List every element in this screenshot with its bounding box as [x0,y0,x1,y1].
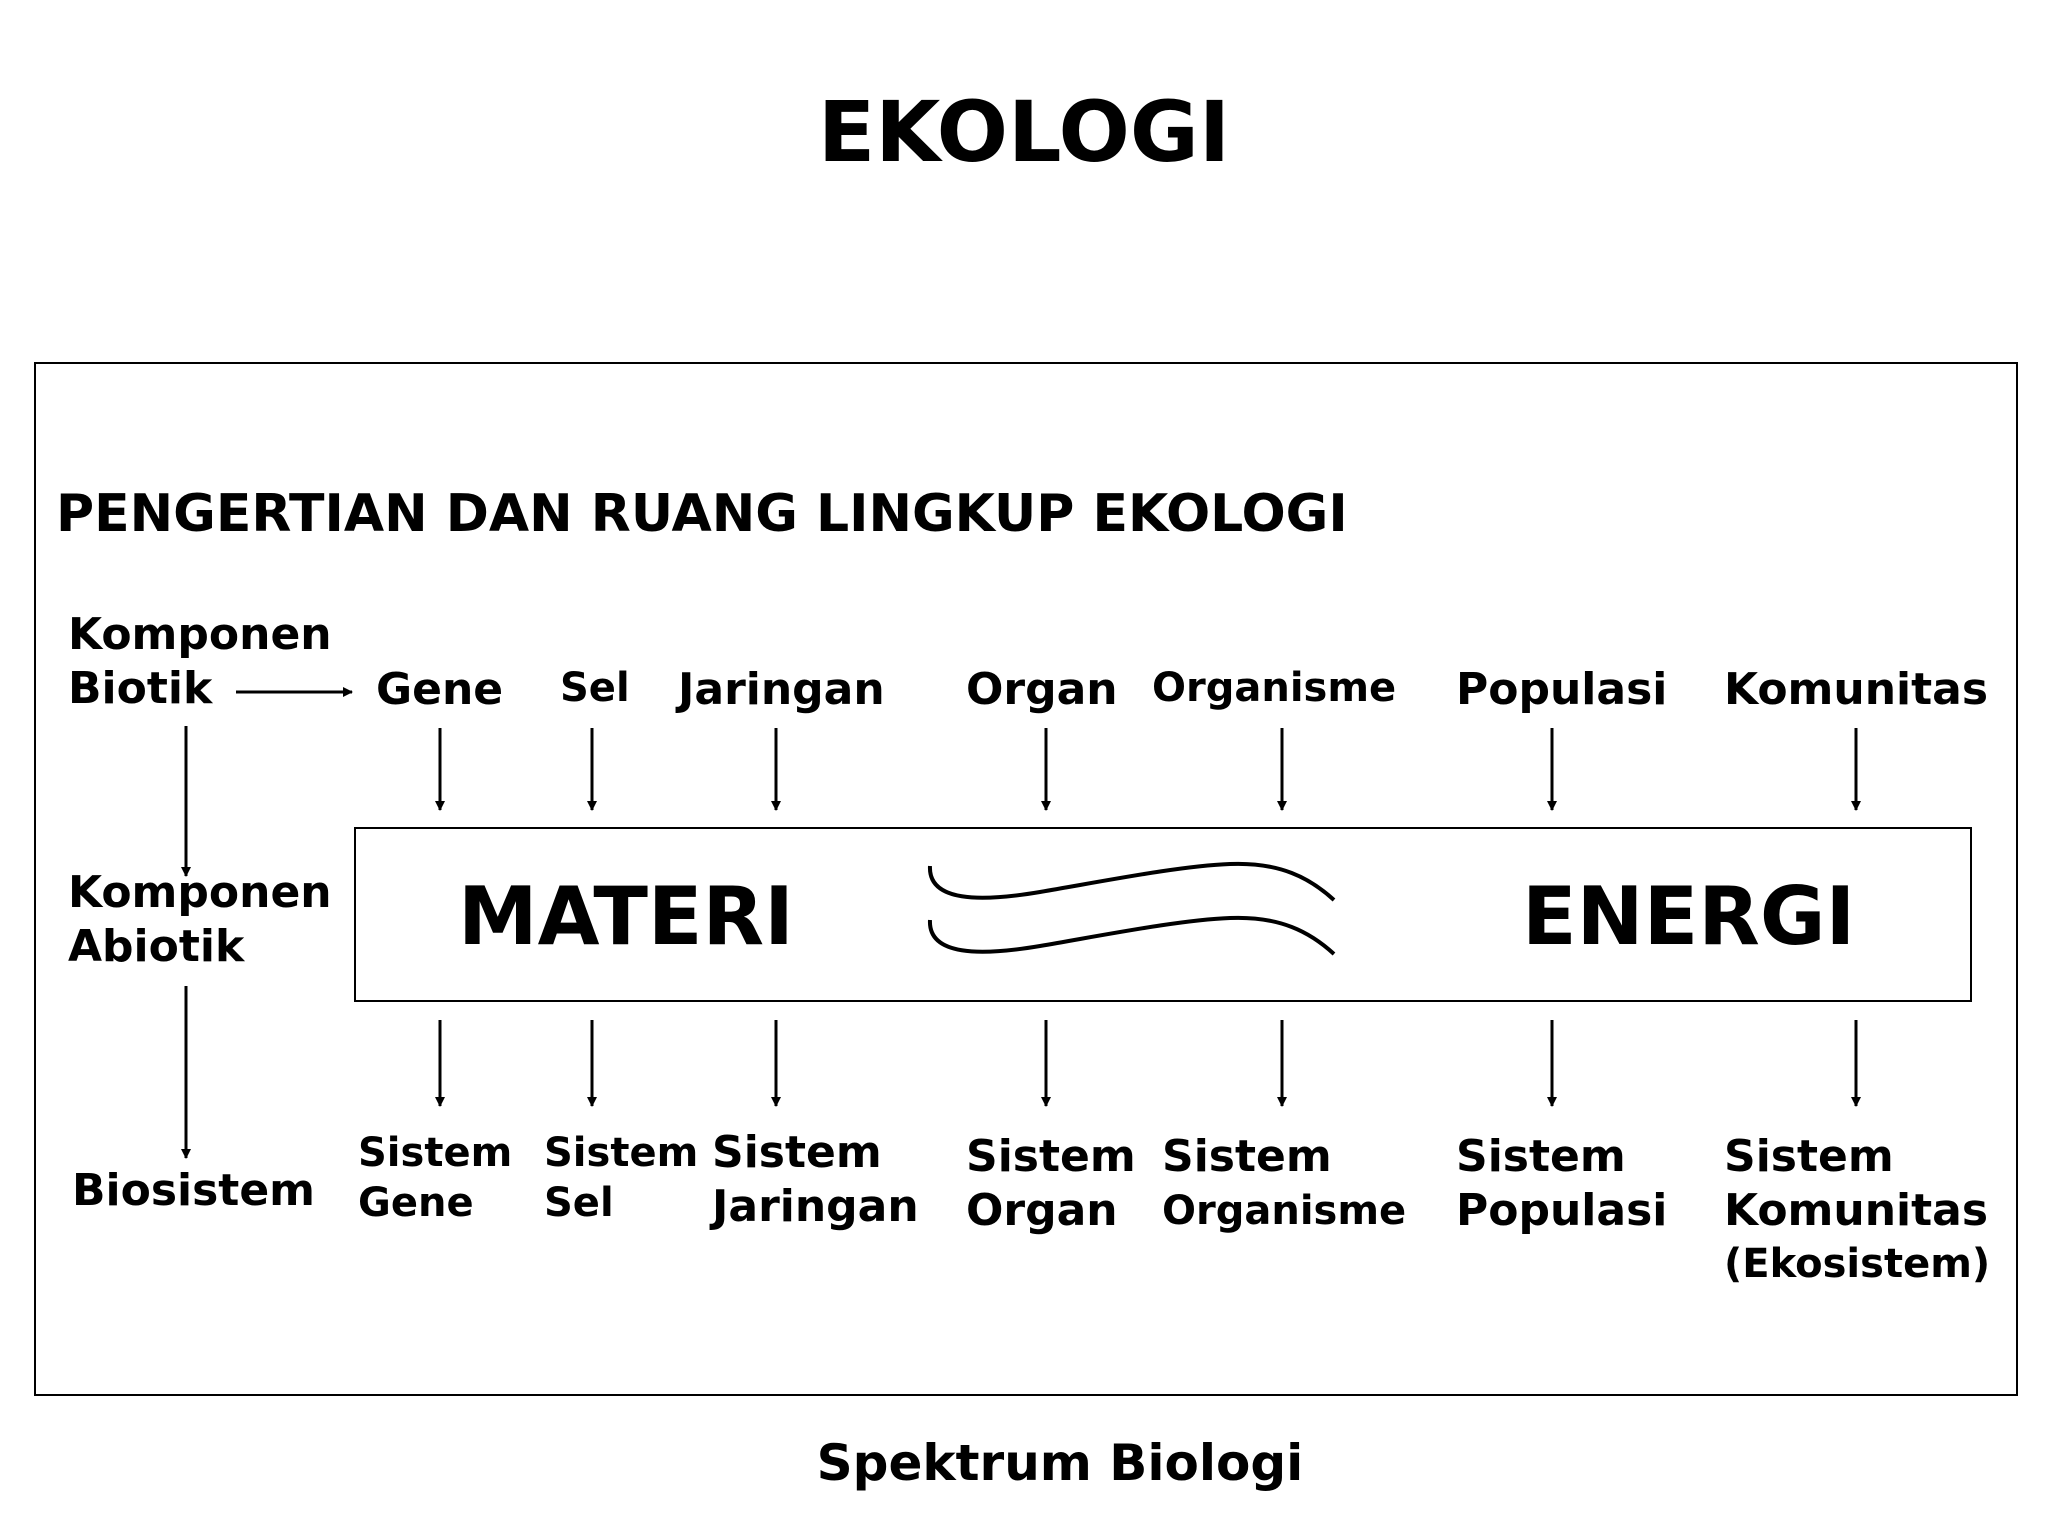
biosistem-organ: Sistem Organ [966,1131,1136,1236]
level-komunitas: Komunitas [1724,664,1989,715]
exchange-curve-bottom [927,915,1336,956]
level-organ: Organ [966,664,1118,715]
center-materi: MATERI [458,870,794,963]
biosistem-organisme: Sistem Organisme [1162,1131,1407,1234]
level-populasi: Populasi [1456,664,1668,715]
slide-title: EKOLOGI [817,83,1231,181]
level-gene: Gene [376,664,504,715]
caption: Spektrum Biologi [816,1434,1304,1492]
label-komponen-biotik: Komponen Biotik [68,609,332,714]
biosistem-komunitas: Sistem Komunitas (Ekosistem) [1724,1131,1991,1287]
level-sel: Sel [560,665,630,711]
exchange-curve-top [927,861,1336,902]
biosistem-sel: Sistem Sel [544,1130,699,1226]
materi-energi-box [354,827,1972,1002]
diagram-frame [34,362,2018,1396]
level-organisme: Organisme [1152,665,1397,711]
biosistem-jaringan: Sistem Jaringan [712,1127,919,1232]
label-biosistem: Biosistem [72,1165,316,1216]
level-jaringan: Jaringan [678,664,885,715]
label-komponen-abiotik: Komponen Abiotik [68,867,332,972]
section-heading: PENGERTIAN DAN RUANG LINGKUP EKOLOGI [56,484,1348,544]
center-energi: ENERGI [1522,870,1856,963]
biosistem-populasi: Sistem Populasi [1456,1131,1668,1236]
biosistem-gene: Sistem Gene [358,1130,513,1226]
